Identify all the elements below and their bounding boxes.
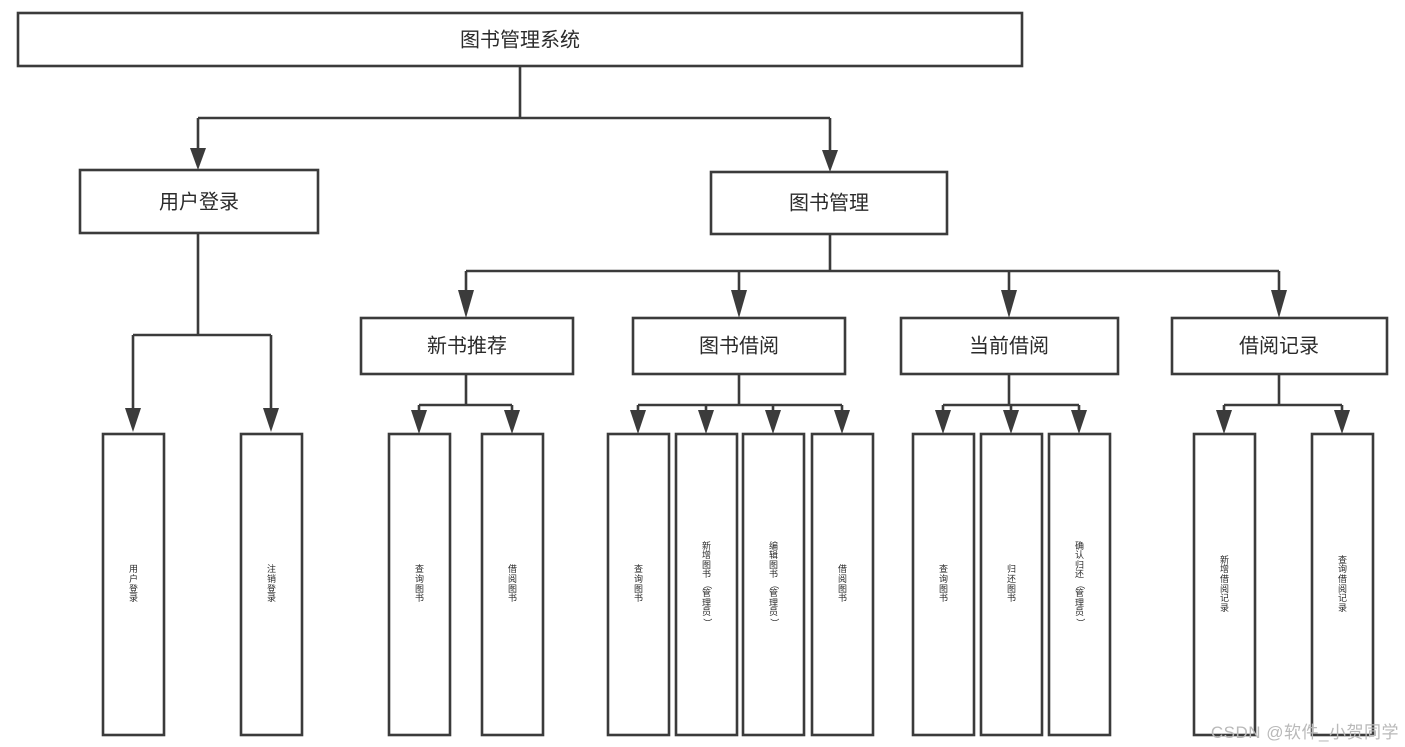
node-user-login-label: 用户登录 bbox=[159, 190, 239, 213]
watermark-text: CSDN @软件_小贺同学 bbox=[1210, 723, 1399, 742]
node-leaf-add-borrow-record[interactable] bbox=[1192, 432, 1257, 737]
arrow-head-leaf-confirm-return bbox=[1071, 410, 1087, 434]
arrow-head-leaf-query-borrow-record bbox=[1334, 410, 1350, 434]
arrow-head-leaf-logout-login bbox=[263, 408, 279, 432]
node-root-label: 图书管理系统 bbox=[460, 28, 580, 51]
arrow-head-leaf-return-book bbox=[1003, 410, 1019, 434]
node-leaf-logout-login[interactable] bbox=[239, 432, 304, 737]
arrow-head-book-borrow bbox=[731, 290, 747, 318]
node-new-book-recommend[interactable]: 新书推荐 bbox=[359, 316, 575, 376]
arrow-head-new-book-recommend bbox=[458, 290, 474, 318]
node-root[interactable]: 图书管理系统 bbox=[16, 11, 1024, 68]
node-book-borrow[interactable]: 图书借阅 bbox=[631, 316, 847, 376]
node-leaf-query-book-1[interactable] bbox=[387, 432, 452, 737]
node-leaf-confirm-return[interactable] bbox=[1047, 432, 1112, 737]
node-leaf-query-book-2[interactable] bbox=[606, 432, 671, 737]
node-leaf-add-book[interactable] bbox=[674, 432, 739, 737]
arrow-head-user-login bbox=[190, 148, 206, 170]
arrow-head-leaf-add-book bbox=[698, 410, 714, 434]
arrow-head-leaf-query-book-3 bbox=[935, 410, 951, 434]
node-leaf-borrow-book-2[interactable] bbox=[810, 432, 875, 737]
arrow-head-leaf-add-borrow-record bbox=[1216, 410, 1232, 434]
node-book-management[interactable]: 图书管理 bbox=[709, 170, 949, 236]
node-leaf-query-book-3[interactable] bbox=[911, 432, 976, 737]
node-layer: 图书管理系统 用户登录 图书管理 新书推荐 图书借阅 bbox=[16, 11, 1389, 737]
arrow-head-leaf-edit-book bbox=[765, 410, 781, 434]
arrow-head-leaf-user-login bbox=[125, 408, 141, 432]
node-borrow-record[interactable]: 借阅记录 bbox=[1170, 316, 1389, 376]
node-borrow-record-label: 借阅记录 bbox=[1239, 334, 1319, 357]
node-current-borrow-label: 当前借阅 bbox=[969, 334, 1049, 357]
node-new-book-recommend-label: 新书推荐 bbox=[427, 334, 507, 357]
node-book-management-label: 图书管理 bbox=[789, 191, 869, 214]
node-leaf-user-login[interactable] bbox=[101, 432, 166, 737]
node-leaf-return-book[interactable] bbox=[979, 432, 1044, 737]
node-leaf-query-borrow-record[interactable] bbox=[1310, 432, 1375, 737]
arrow-head-leaf-borrow-book-2 bbox=[834, 410, 850, 434]
arrow-head-current-borrow bbox=[1001, 290, 1017, 318]
node-leaf-borrow-book-1[interactable] bbox=[480, 432, 545, 737]
arrow-head-leaf-query-book-1 bbox=[411, 410, 427, 434]
arrow-head-borrow-record bbox=[1271, 290, 1287, 318]
node-book-borrow-label: 图书借阅 bbox=[699, 334, 779, 357]
arrow-head-leaf-borrow-book-1 bbox=[504, 410, 520, 434]
arrow-head-book-management bbox=[822, 150, 838, 172]
node-current-borrow[interactable]: 当前借阅 bbox=[899, 316, 1120, 376]
arrow-head-leaf-query-book-2 bbox=[630, 410, 646, 434]
edge-layer bbox=[125, 66, 1350, 434]
node-leaf-edit-book[interactable] bbox=[741, 432, 806, 737]
node-user-login[interactable]: 用户登录 bbox=[78, 168, 320, 235]
